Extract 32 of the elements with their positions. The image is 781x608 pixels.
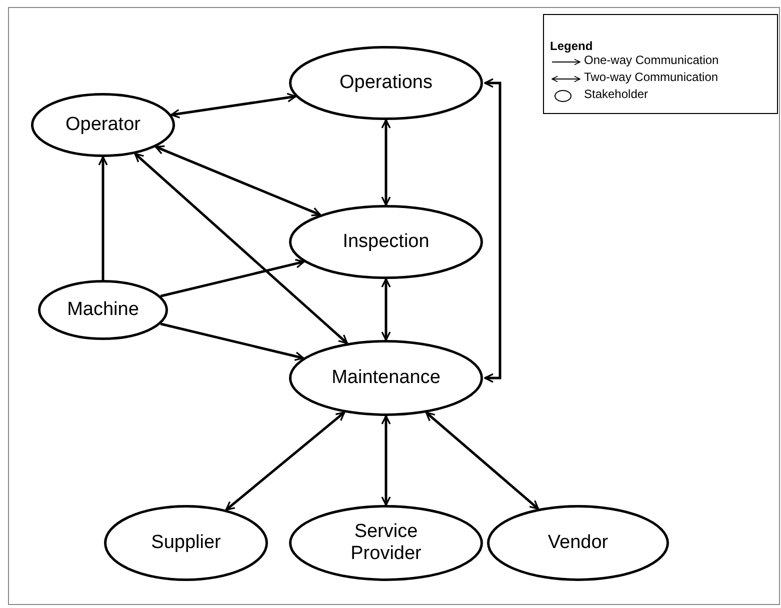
arrow: [98, 156, 108, 280]
node-label: Service Provider: [350, 521, 422, 565]
node-label: Operator: [66, 114, 140, 136]
stakeholder-ellipse: [289, 505, 483, 581]
node-label: Operations: [340, 72, 432, 94]
arrow: [425, 412, 540, 510]
node-label: Inspection: [342, 231, 430, 253]
node-label: Vendor: [548, 532, 608, 554]
stakeholder-ellipse: [104, 505, 268, 581]
node-label: Maintenance: [332, 367, 440, 389]
stakeholder-ellipse: [289, 340, 483, 416]
stakeholder-ellipse: [31, 93, 175, 157]
arrow: [154, 145, 322, 216]
stakeholder-ellipse: [38, 280, 168, 340]
stakeholder-ellipse: [487, 505, 669, 581]
arrow: [381, 278, 391, 341]
legend-label: Stakeholder: [584, 87, 648, 101]
arrow: [381, 415, 391, 506]
node-label: Supplier: [151, 532, 221, 554]
arrow: [484, 78, 502, 383]
arrow: [381, 119, 391, 206]
arrow: [160, 258, 305, 298]
arrow: [160, 322, 304, 361]
stakeholder-ellipse: [289, 46, 483, 120]
arrow: [225, 411, 346, 511]
arrow: [134, 152, 348, 344]
stakeholder-ellipse: [289, 205, 483, 279]
arrow: [170, 92, 296, 118]
legend-label: One-way Communication: [584, 53, 719, 67]
legend-label: Two-way Communication: [584, 70, 718, 84]
legend-title: Legend: [550, 39, 593, 53]
node-label: Machine: [67, 299, 139, 321]
